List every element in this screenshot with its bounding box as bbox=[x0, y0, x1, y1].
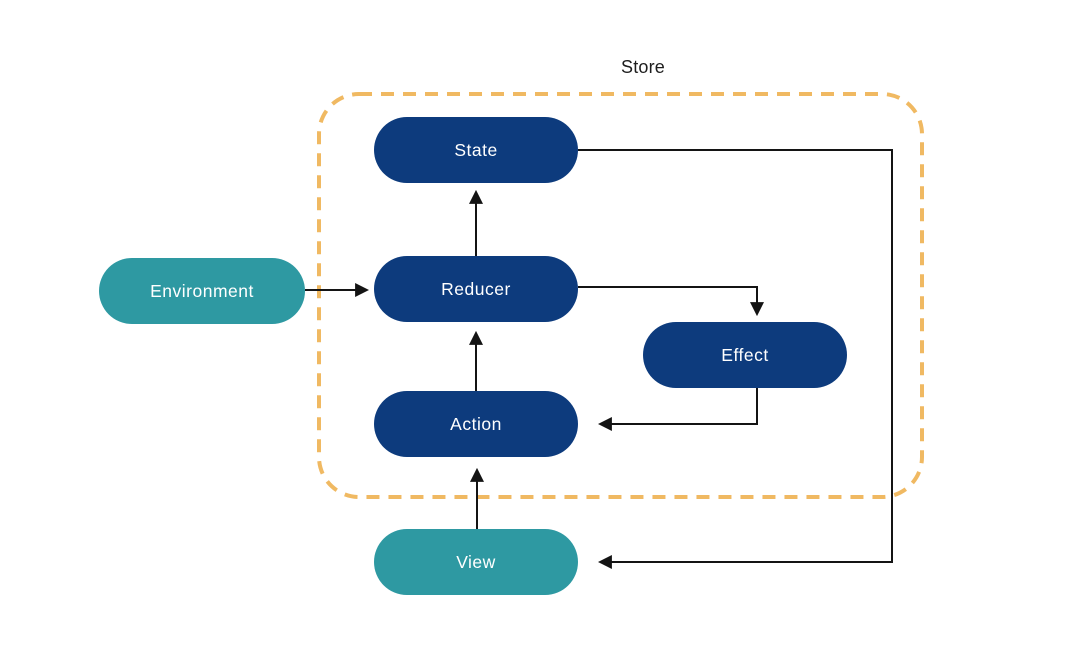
node-action: Action bbox=[374, 391, 578, 457]
node-effect: Effect bbox=[643, 322, 847, 388]
node-reducer-label: Reducer bbox=[441, 278, 511, 299]
node-environment-label: Environment bbox=[150, 280, 254, 301]
node-view-label: View bbox=[456, 551, 496, 572]
edge-reducer-to-effect bbox=[578, 286, 764, 317]
node-action-label: Action bbox=[450, 413, 502, 434]
edge-effect-to-action bbox=[597, 388, 758, 431]
store-container-label: Store bbox=[620, 57, 666, 77]
node-state: State bbox=[374, 117, 578, 183]
node-reducer: Reducer bbox=[374, 256, 578, 322]
node-environment: Environment bbox=[99, 258, 305, 324]
node-effect-label: Effect bbox=[721, 344, 769, 365]
node-state-label: State bbox=[454, 139, 498, 160]
node-view: View bbox=[374, 529, 578, 595]
